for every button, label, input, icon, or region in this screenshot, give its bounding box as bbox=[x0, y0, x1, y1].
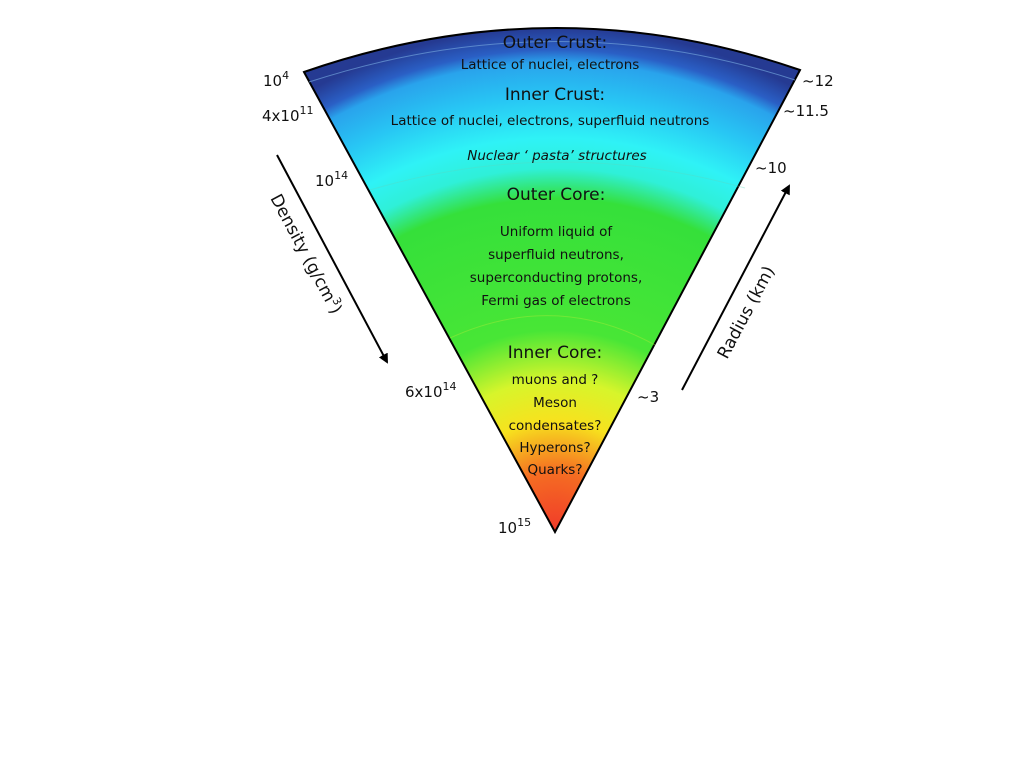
outer-crust-description: Lattice of nuclei, electrons bbox=[461, 57, 640, 73]
density-arrow bbox=[276, 154, 388, 364]
outer-core-line: Fermi gas of electrons bbox=[481, 293, 631, 309]
density-tick: 1015 bbox=[498, 516, 531, 537]
radius-tick: ~3 bbox=[637, 388, 659, 406]
density-tick: 6x1014 bbox=[405, 380, 457, 401]
inner-core-line: condensates? bbox=[509, 418, 602, 434]
inner-core-line: Meson bbox=[533, 395, 577, 411]
inner-crust-title: Inner Crust: bbox=[505, 85, 605, 105]
boundary-outer-core bbox=[449, 315, 656, 346]
outer-core-line: superconducting protons, bbox=[470, 270, 642, 286]
pasta-structures-note: Nuclear ‘ pasta’ structures bbox=[467, 148, 646, 164]
density-tick: 104 bbox=[263, 69, 289, 90]
outer-crust-title: Outer Crust: bbox=[503, 33, 608, 53]
boundary-outer-crust bbox=[308, 41, 796, 83]
inner-core-line: Quarks? bbox=[527, 462, 582, 478]
density-tick: 4x1011 bbox=[262, 104, 314, 125]
radius-tick: ~10 bbox=[755, 159, 787, 177]
radius-arrow bbox=[681, 184, 790, 391]
inner-core-line: muons and ? bbox=[512, 372, 599, 388]
inner-core-title: Inner Core: bbox=[508, 343, 603, 363]
inner-crust-description: Lattice of nuclei, electrons, superfluid… bbox=[391, 113, 710, 129]
outer-core-line: superfluid neutrons, bbox=[488, 247, 624, 263]
outer-core-line: Uniform liquid of bbox=[500, 224, 613, 240]
outer-core-title: Outer Core: bbox=[507, 185, 606, 205]
star-sector bbox=[302, 27, 802, 535]
radius-tick: ~12 bbox=[802, 72, 834, 90]
boundary-inner-crust bbox=[369, 161, 746, 191]
inner-core-line: Hyperons? bbox=[519, 440, 590, 456]
radius-tick: ~11.5 bbox=[783, 102, 829, 120]
density-tick: 1014 bbox=[315, 169, 348, 190]
